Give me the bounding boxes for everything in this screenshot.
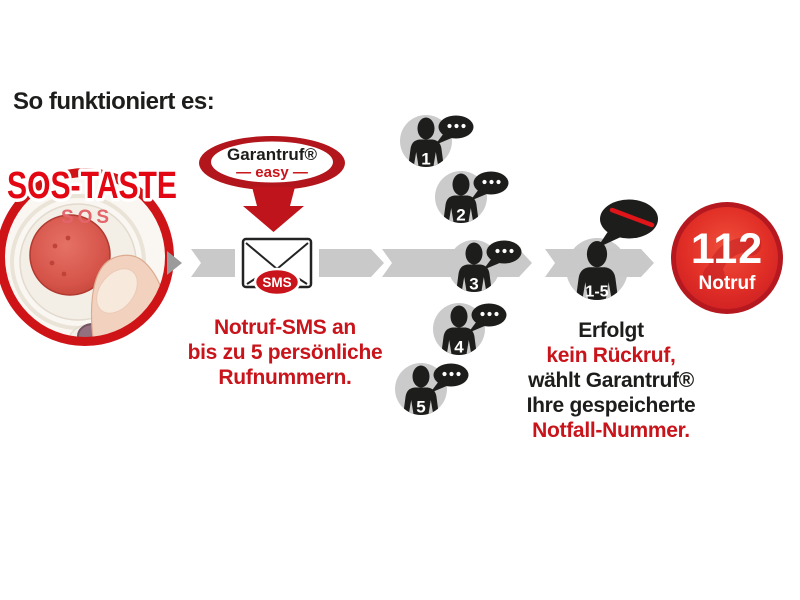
recipient-3-label: 3 (469, 275, 478, 294)
recipient-5-label: 5 (416, 398, 425, 417)
no-answer-person-label: 1-5 (585, 282, 608, 300)
flow-arrow-1 (167, 249, 235, 277)
emergency-number: 112 (691, 225, 763, 273)
sos-button-label: SOS (61, 207, 113, 228)
step1-line3: Rufnummern. (218, 366, 352, 389)
red-sos-button (29, 214, 111, 296)
emergency-112-badge: 112 Notruf (671, 202, 783, 314)
garantruf-variant-label: — easy — (236, 164, 308, 181)
step1-line1: Notruf-SMS an (214, 316, 356, 339)
phone-handset-icon (702, 233, 762, 287)
crossed-speech-bubble-icon (597, 199, 658, 248)
step2-line1: Erfolgt (578, 319, 644, 342)
step2-line5: Notfall-Nummer. (532, 419, 690, 442)
sos-headline: SOS-TASTE (7, 165, 177, 207)
sos-button-photo: SOS (0, 168, 174, 346)
step2-line3: wählt Garantruf® (528, 369, 694, 392)
no-answer-person-icon: 1-5 (575, 241, 619, 300)
envelope-icon: SMS (241, 237, 313, 297)
page-title: So funktioniert es: (13, 88, 215, 115)
sms-badge (253, 267, 301, 297)
emergency-number-label: Notruf (699, 273, 757, 294)
recipient-3-icon: 3 (456, 242, 492, 294)
flow-arrow-2a (319, 249, 384, 277)
recipient-1-label: 1 (421, 150, 430, 169)
step2-line2: kein Rückruf, (546, 344, 676, 367)
step1-line2: bis zu 5 persönliche (187, 341, 383, 364)
garantruf-logo: Garantruf® — easy — (199, 136, 345, 190)
step2-line4: Ihre gespeicherte (526, 394, 696, 417)
recipient-2-label: 2 (456, 206, 465, 225)
step2-caption: Erfolgt kein Rückruf, wählt Garantruf® I… (498, 318, 724, 443)
sms-badge-label: SMS (262, 275, 291, 290)
step1-caption: Notruf-SMS an bis zu 5 persönliche Rufnu… (175, 315, 395, 390)
garantruf-brand-label: Garantruf® (227, 145, 317, 164)
recipient-4-label: 4 (454, 338, 464, 357)
red-down-arrow-icon (243, 187, 304, 232)
